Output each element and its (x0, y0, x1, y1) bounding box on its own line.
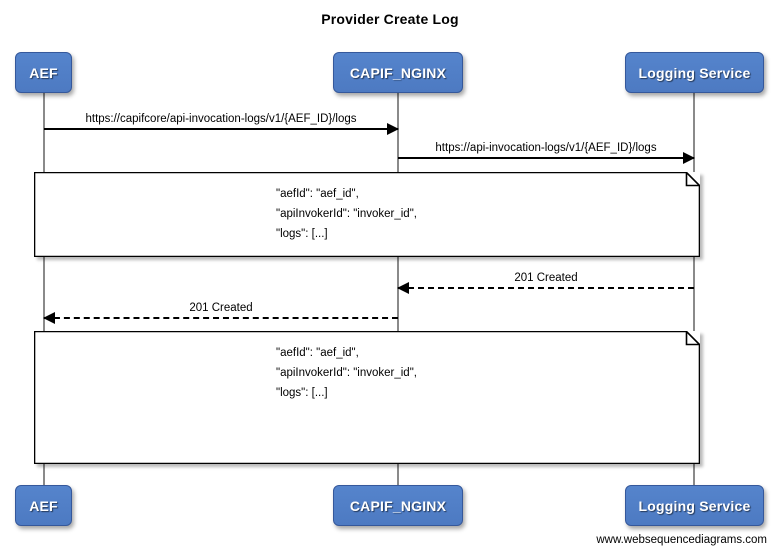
message-label: https://api-invocation-logs/v1/{AEF_ID}/… (435, 142, 657, 154)
lifeline-aef (43, 93, 45, 486)
participant-aef-top[interactable]: AEF (15, 52, 72, 93)
message-line (44, 317, 398, 319)
arrowhead-right-icon (387, 123, 399, 135)
participant-logging-service-bottom[interactable]: Logging Service (625, 485, 764, 526)
participant-label: CAPIF_NGINX (349, 64, 447, 81)
participant-label: Logging Service (638, 497, 751, 514)
message-logging-service-to-capif-nginx[interactable]: 201 Created (397, 272, 694, 294)
note-line: "apiInvokerId": "invoker_id", (276, 208, 417, 220)
message-capif-nginx-to-logging-service[interactable]: https://api-invocation-logs/v1/{AEF_ID}/… (398, 142, 695, 164)
message-line (398, 287, 694, 289)
participant-label: AEF (29, 64, 58, 81)
participant-label: Logging Service (638, 64, 751, 81)
note-text: "aefId": "aef_id", "apiInvokerId": "invo… (34, 331, 700, 403)
message-aef-to-capif-nginx[interactable]: https://capifcore/api-invocation-logs/v1… (44, 113, 399, 135)
note-line: "aefId": "aef_id", (276, 347, 359, 359)
page-title: Provider Create Log (321, 11, 459, 27)
note-line: "logs": [...] (276, 387, 328, 399)
note-response-payload-2: "aefId": "aef_id", "apiInvokerId": "invo… (34, 331, 700, 464)
message-capif-nginx-to-aef[interactable]: 201 Created (43, 302, 398, 324)
participant-logging-service-top[interactable]: Logging Service (625, 52, 764, 93)
message-line (44, 128, 398, 130)
participant-label: CAPIF_NGINX (349, 497, 447, 514)
message-line (398, 157, 694, 159)
participant-label: AEF (29, 497, 58, 514)
participant-capif-nginx-top[interactable]: CAPIF_NGINX (333, 52, 463, 93)
footer-attribution: www.websequencediagrams.com (596, 534, 767, 546)
note-line: "logs": [...] (276, 228, 328, 240)
note-text: "aefId": "aef_id", "apiInvokerId": "invo… (34, 172, 700, 244)
note-line: "aefId": "aef_id", (276, 188, 359, 200)
arrowhead-left-icon (43, 312, 55, 324)
participant-capif-nginx-bottom[interactable]: CAPIF_NGINX (333, 485, 463, 526)
participant-aef-bottom[interactable]: AEF (15, 485, 72, 526)
arrowhead-left-icon (397, 282, 409, 294)
message-label: 201 Created (514, 272, 578, 284)
message-label: https://capifcore/api-invocation-logs/v1… (85, 113, 357, 125)
lifeline-logging-service (693, 93, 695, 486)
message-label: 201 Created (189, 302, 253, 314)
note-line: "apiInvokerId": "invoker_id", (276, 367, 417, 379)
note-request-payload-1: "aefId": "aef_id", "apiInvokerId": "invo… (34, 172, 700, 257)
arrowhead-right-icon (683, 152, 695, 164)
note-shape-icon (34, 172, 700, 257)
note-shape-icon (34, 331, 700, 464)
